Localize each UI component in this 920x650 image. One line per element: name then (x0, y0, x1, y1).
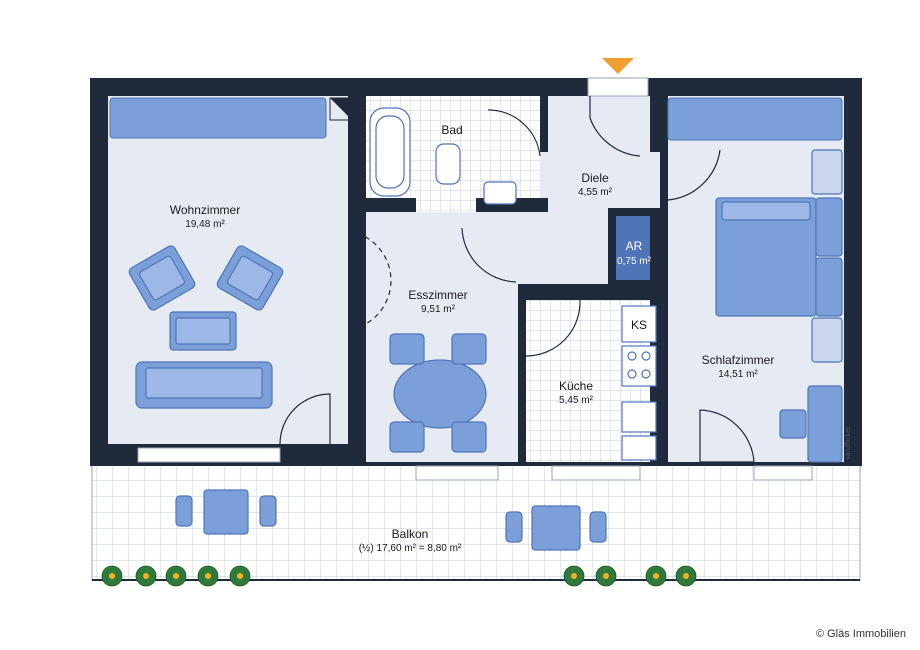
schlafzimmer-label: Schlafzimmer (702, 353, 775, 367)
diele-area: 4,55 m² (578, 187, 613, 198)
windows (137, 77, 813, 481)
esszimmer-area: 9,51 m² (421, 304, 456, 315)
sideboards (109, 97, 843, 141)
brand-mark: sandflicker (845, 426, 852, 460)
bedroom-furniture (715, 149, 843, 463)
balkon-area: (½) 17,60 m² = 8,80 m² (359, 543, 462, 554)
ar-area: 0,75 m² (617, 256, 652, 267)
living-room-furniture (128, 245, 284, 409)
plant-icons (101, 565, 697, 587)
diele-label: Diele (581, 171, 609, 185)
ar-label: AR (626, 239, 643, 253)
dining-table (389, 333, 487, 453)
bad-label: Bad (441, 123, 462, 137)
bathroom-fixtures (369, 107, 517, 205)
kueche-label: Küche (559, 379, 593, 393)
entrance-marker-icon (602, 58, 634, 74)
ks-label: KS (631, 318, 647, 332)
kueche-area: 5,45 m² (559, 395, 594, 406)
wohnzimmer-label: Wohnzimmer (170, 203, 240, 217)
kitchen-units (621, 305, 657, 461)
balcony-furniture (175, 489, 607, 551)
doors (279, 96, 755, 463)
balkon-label: Balkon (392, 527, 429, 541)
schlafzimmer-area: 14,51 m² (718, 369, 758, 380)
copyright-notice: © Gläs Immobilien (815, 628, 906, 640)
wohnzimmer-area: 19,48 m² (185, 219, 225, 230)
esszimmer-label: Esszimmer (408, 288, 467, 302)
